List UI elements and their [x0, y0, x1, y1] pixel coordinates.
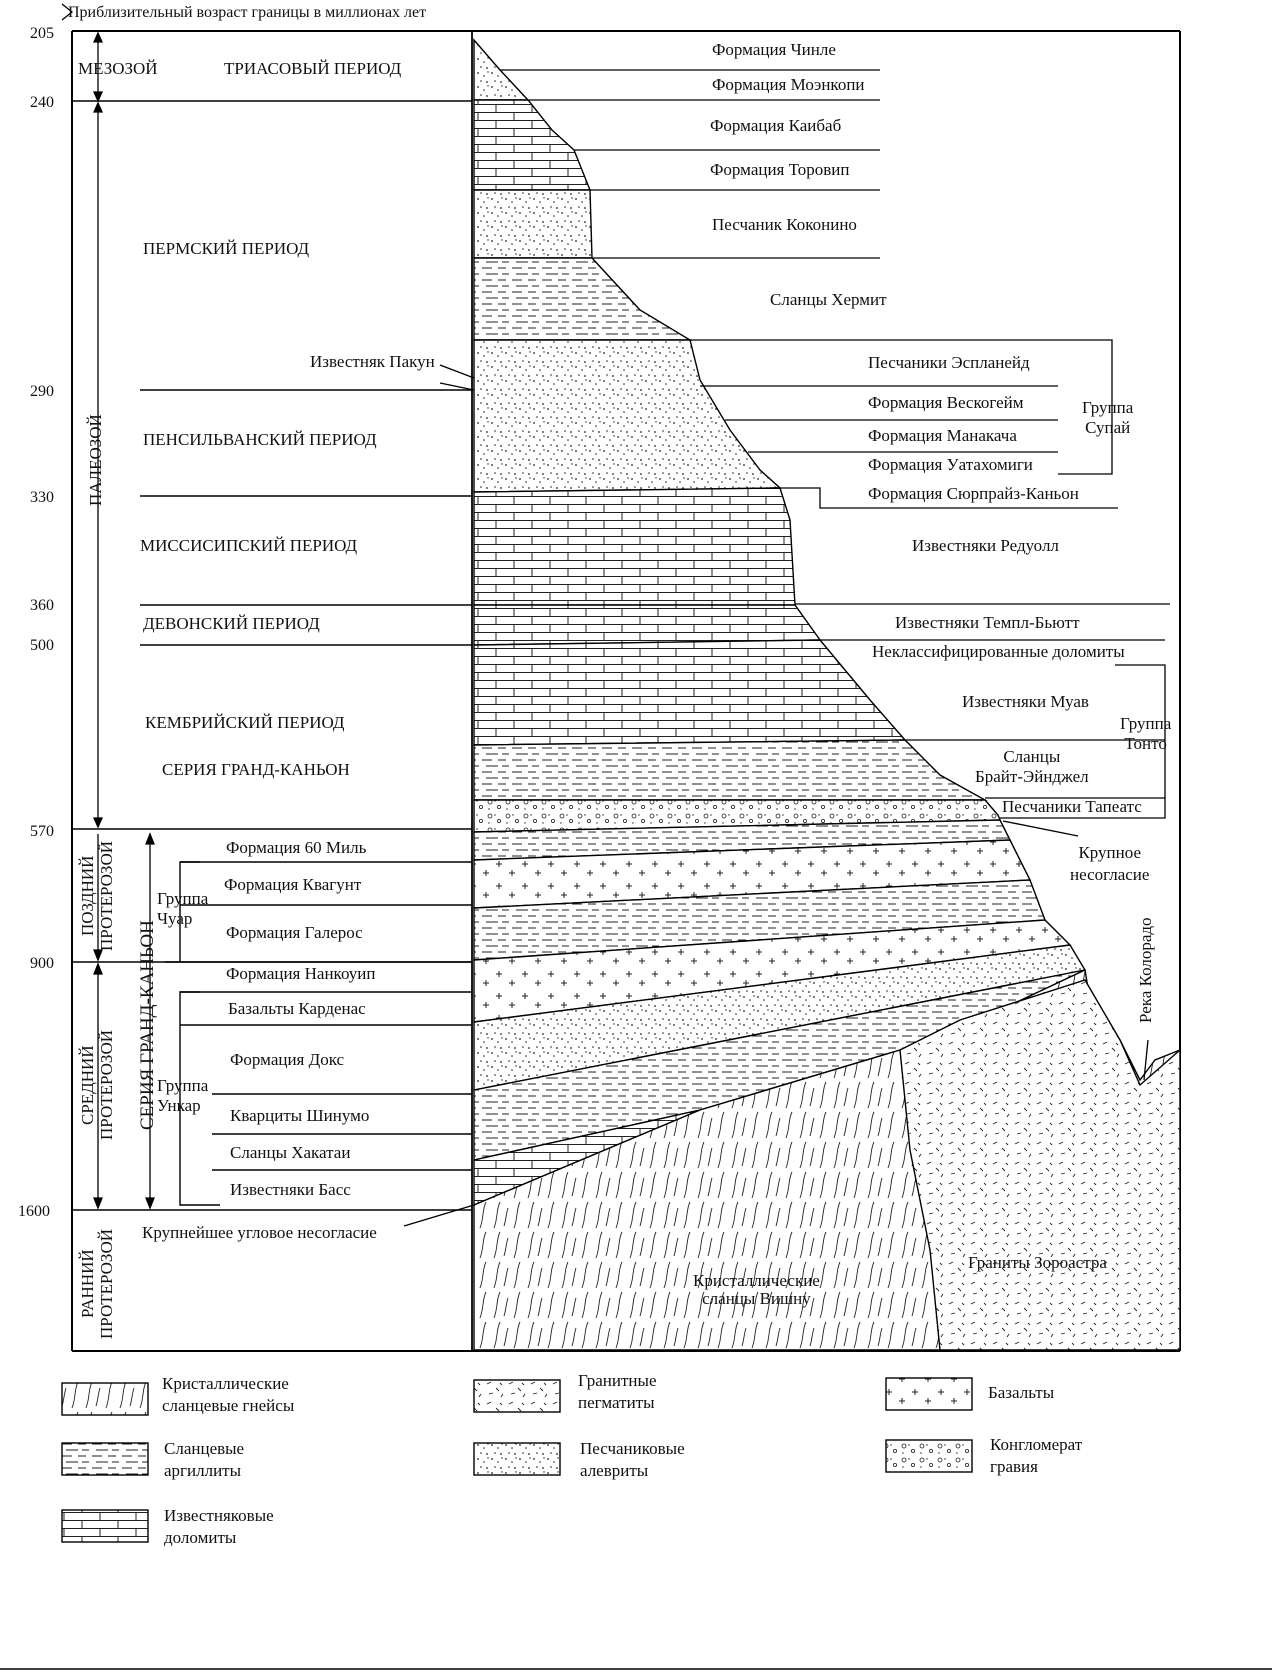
age-caption: Приблизительный возраст границы в миллио…: [68, 4, 427, 21]
age-360: 360: [30, 597, 54, 614]
annotation-vishnu-schist: Кристаллические сланцы Вишну: [693, 1271, 820, 1308]
formation-coconino: Песчаник Коконино: [712, 215, 857, 234]
legend-label-conglomerate: Конгломерат гравия: [990, 1435, 1083, 1476]
formation-moenkopi: Формация Моэнкопи: [712, 75, 865, 94]
rock-column: [473, 38, 1181, 1351]
age-arrows: [61, 3, 155, 1210]
era-middle-proterozoic: СРЕДНИЙ ПРОТЕРОЗОЙ: [78, 1030, 116, 1140]
legend-label-limestone-dolomite: Известняковые доломиты: [164, 1506, 274, 1547]
legend-label-granite-pegmatite: Гранитные пегматиты: [578, 1371, 657, 1412]
group-chuar: Группа Чуар: [157, 889, 209, 928]
formation-toroweap: Формация Торовип: [710, 160, 850, 179]
group-unkar: Группа Ункар: [157, 1076, 209, 1115]
formation-bass: Известняки Басс: [230, 1180, 351, 1199]
formation-muav: Известняки Муав: [962, 692, 1089, 711]
formation-kaibab: Формация Каибаб: [710, 116, 842, 135]
annotation-great-unconformity: Крупное несогласие: [1070, 843, 1150, 884]
formation-shinumo: Кварциты Шинумо: [230, 1106, 370, 1125]
formation-hakatai: Сланцы Хакатаи: [230, 1143, 351, 1162]
formation-kwagunt: Формация Квагунт: [224, 875, 362, 894]
formation-bright-angel: Сланцы Брайт-Эйнджел: [975, 747, 1089, 786]
legend-label-sandstone-siltstone: Песчаниковые алевриты: [580, 1439, 685, 1480]
formation-undiff-dolomites: Неклассифицированные доломиты: [872, 642, 1125, 661]
formation-watahomigi: Формация Уатахомиги: [868, 455, 1033, 474]
period-pennsylvanian: ПЕНСИЛЬВАНСКИЙ ПЕРИОД: [143, 430, 377, 449]
group-supai: Группа Супай: [1082, 398, 1134, 437]
period-mississippian: МИССИСИПСКИЙ ПЕРИОД: [140, 536, 358, 555]
period-cambrian: КЕМБРИЙСКИЙ ПЕРИОД: [145, 713, 345, 732]
annotation-zoroaster-granite: Граниты Зороастра: [968, 1253, 1107, 1272]
formation-manakacha: Формация Манакача: [868, 426, 1017, 445]
formation-galeros: Формация Галерос: [226, 923, 363, 942]
age-900: 900: [30, 955, 54, 972]
age-240: 240: [30, 94, 54, 111]
age-570: 570: [30, 823, 54, 840]
legend-label-shale-mudstone: Сланцевые аргиллиты: [164, 1439, 245, 1480]
formation-esplanade: Песчаники Эспланейд: [868, 353, 1030, 372]
annotation-greatest-angular-unconformity: Крупнейшее угловое несогласие: [142, 1223, 377, 1242]
formation-hermit: Сланцы Хермит: [770, 290, 887, 309]
age-1600: 1600: [18, 1203, 50, 1220]
era-late-proterozoic: ПОЗДНИЙ ПРОТЕРОЗОЙ: [78, 841, 116, 951]
legend-label-schist-gneiss: Кристаллические сланцевые гнейсы: [162, 1374, 295, 1415]
era-early-proterozoic: РАННИЙ ПРОТЕРОЗОЙ: [78, 1229, 116, 1339]
formation-sixty-mile: Формация 60 Миль: [226, 838, 367, 857]
era-paleozoic: ПАЛЕОЗОЙ: [86, 414, 105, 506]
age-205: 205: [30, 25, 54, 42]
column-frame: [0, 30, 1272, 1670]
period-devonian: ДЕВОНСКИЙ ПЕРИОД: [143, 614, 320, 633]
age-330: 330: [30, 489, 54, 506]
grand-canyon-series-vertical: СЕРИЯ ГРАНД-КАНЬОН: [137, 920, 158, 1130]
group-tonto: Группа Тонто: [1120, 714, 1172, 753]
formation-nankoweap: Формация Нанкоуип: [226, 964, 376, 983]
age-290: 290: [30, 383, 54, 400]
formation-dox: Формация Докс: [230, 1050, 345, 1069]
annotation-colorado-river: Река Колорадо: [1136, 917, 1155, 1023]
formation-wescogame: Формация Вескогейм: [868, 393, 1024, 412]
period-triassic: ТРИАСОВЫЙ ПЕРИОД: [224, 59, 402, 78]
formation-redwall: Известняки Редуолл: [912, 536, 1059, 555]
formation-pakoon: Известняк Пакун: [310, 352, 435, 371]
formation-tapeats: Песчаники Тапеатс: [1002, 797, 1142, 816]
formation-chinle: Формация Чинле: [712, 40, 836, 59]
formation-lines: [403, 69, 1170, 1227]
grand-canyon-series: СЕРИЯ ГРАНД-КАНЬОН: [162, 760, 350, 779]
era-mesozoic: МЕЗОЗОЙ: [78, 59, 158, 78]
formation-temple-butte: Известняки Темпл-Бьютт: [895, 613, 1080, 632]
period-boundaries: [72, 100, 472, 1211]
period-permian: ПЕРМСКИЙ ПЕРИОД: [143, 239, 310, 258]
age-500: 500: [30, 637, 54, 654]
formation-cardenas: Базальты Карденас: [228, 999, 366, 1018]
legend-label-basalt: Базальты: [988, 1383, 1055, 1402]
formation-surprise-canyon: Формация Сюрпрайз-Каньон: [868, 484, 1079, 503]
